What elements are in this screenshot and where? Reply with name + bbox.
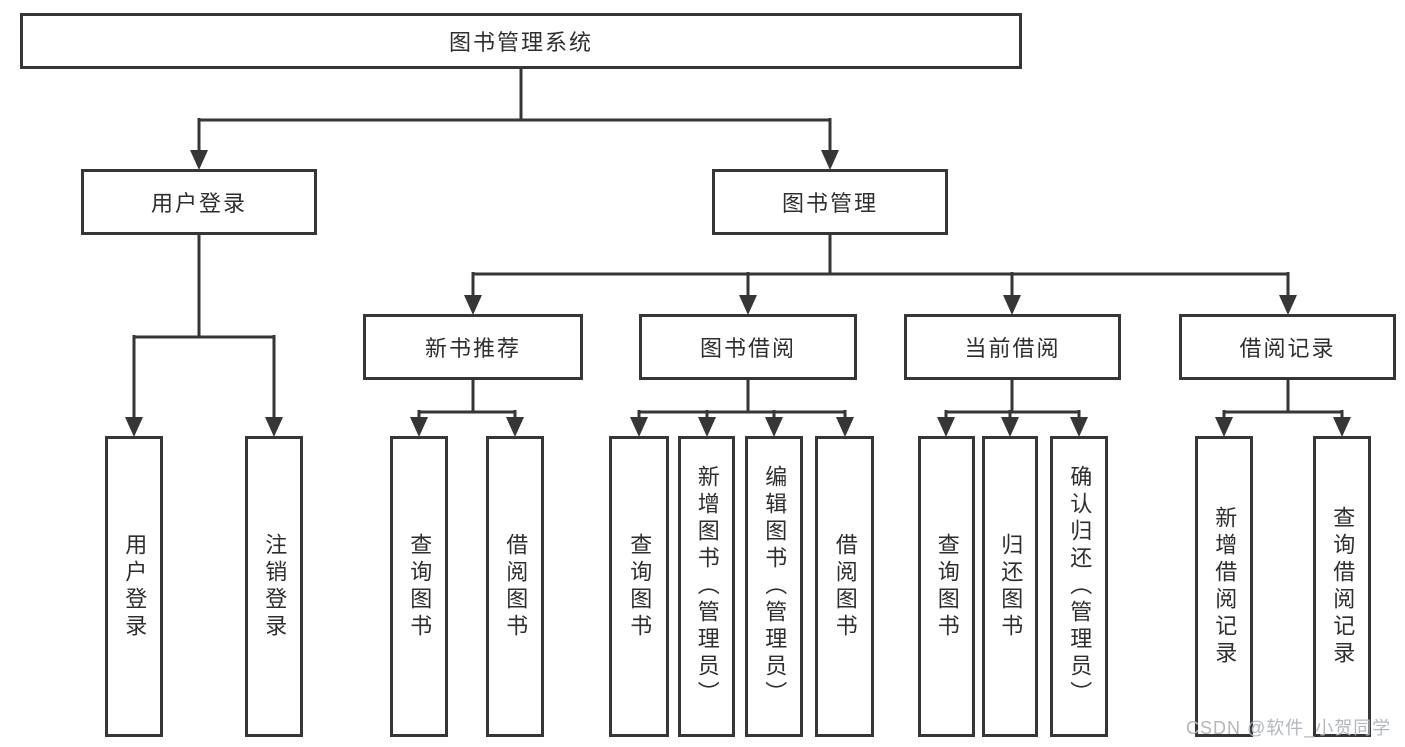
node-branch-user-login: 用户登录 <box>81 169 317 235</box>
node-leaf-borrow-book-2: 借阅图书 <box>815 436 874 737</box>
node-new-book-recommend: 新书推荐 <box>363 314 583 380</box>
leaf-label: 查询图书 <box>407 532 433 641</box>
node-leaf-query-book-2: 查询图书 <box>609 436 669 737</box>
arrowheads-login-leaves <box>125 417 283 437</box>
node-leaf-user-login: 用户登录 <box>105 436 163 737</box>
arrowheads-borrow-record-leaves <box>1215 417 1351 437</box>
leaf-label: 新增借阅记录 <box>1212 505 1238 668</box>
node-leaf-logout: 注销登录 <box>245 436 303 737</box>
connector-login-branch <box>132 233 276 425</box>
arrowheads-new-book-leaves <box>410 417 524 437</box>
node-leaf-query-book-1: 查询图书 <box>390 436 448 737</box>
node-leaf-add-borrow-record: 新增借阅记录 <box>1195 436 1253 737</box>
arrowheads-current-borrow-leaves <box>937 417 1088 437</box>
leaf-label: 确认归还（管理员） <box>1067 465 1093 708</box>
node-borrow-records: 借阅记录 <box>1179 314 1396 380</box>
node-leaf-query-book-3: 查询图书 <box>918 436 975 737</box>
csdn-watermark: CSDN @软件_小贺同学 <box>1186 718 1392 738</box>
node-root-library-system: 图书管理系统 <box>20 13 1022 69</box>
leaf-label: 查询图书 <box>934 532 960 641</box>
node-leaf-borrow-book-1: 借阅图书 <box>486 436 544 737</box>
arrowheads-level2 <box>190 150 839 170</box>
node-leaf-edit-book-admin: 编辑图书（管理员） <box>745 436 803 737</box>
leaf-label: 借阅图书 <box>832 532 858 641</box>
connector-new-book-leaves <box>417 378 517 425</box>
node-leaf-add-book-admin: 新增图书（管理员） <box>678 436 735 737</box>
arrowheads-book-borrow-leaves <box>630 417 854 437</box>
leaf-label: 查询借阅记录 <box>1330 505 1356 668</box>
leaf-label: 用户登录 <box>122 532 148 641</box>
node-leaf-return-book: 归还图书 <box>982 436 1038 737</box>
leaf-label: 新增图书（管理员） <box>694 465 720 708</box>
node-book-borrowing: 图书借阅 <box>639 314 857 380</box>
connector-borrow-record-leaves <box>1222 378 1344 425</box>
leaf-label: 借阅图书 <box>503 532 529 641</box>
connector-book-borrow-leaves <box>637 378 847 425</box>
leaf-label: 编辑图书（管理员） <box>762 465 788 708</box>
node-leaf-confirm-return-admin: 确认归还（管理员） <box>1050 436 1108 737</box>
leaf-label: 注销登录 <box>262 532 288 641</box>
node-branch-book-management: 图书管理 <box>712 169 948 235</box>
leaf-label: 查询图书 <box>627 532 653 641</box>
connector-mgmt-to-level3 <box>471 233 1290 303</box>
arrowheads-level3 <box>464 295 1297 315</box>
node-current-borrowing: 当前借阅 <box>904 314 1121 380</box>
node-leaf-query-borrow-record: 查询借阅记录 <box>1313 436 1371 737</box>
connector-root-to-level2 <box>197 67 832 158</box>
leaf-label: 归还图书 <box>998 532 1024 641</box>
